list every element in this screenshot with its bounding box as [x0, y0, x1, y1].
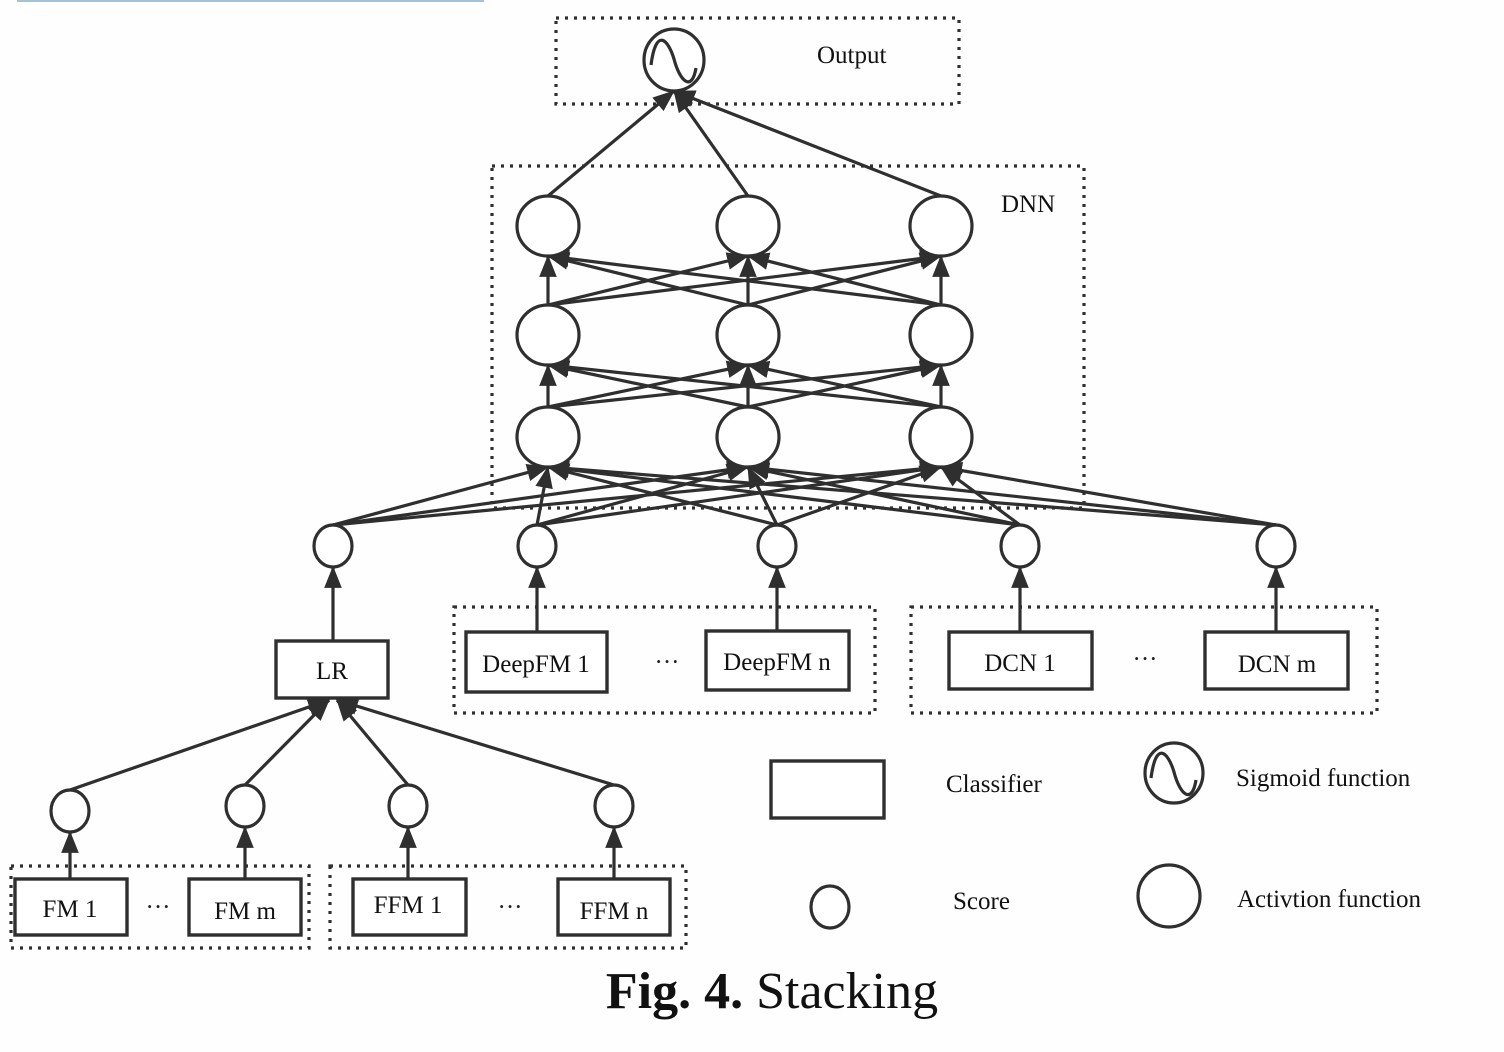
dnn-neuron-l3-n1	[515, 194, 581, 258]
svg-text:DCN m: DCN m	[1238, 651, 1317, 678]
dnn-neuron-l1-n1	[515, 405, 581, 469]
legend-sigmoid-icon	[1143, 741, 1205, 805]
edge-score4-to-dnn-l1-n2	[746, 462, 1021, 527]
dnn-neuron-l1-n3	[908, 405, 974, 469]
dcn-1-classifier: DCN 1	[947, 630, 1094, 691]
ffm-ellipsis: ···	[498, 894, 523, 921]
legend-classifier-label: Classifier	[946, 771, 1042, 798]
figure-caption: Fig. 4. Stacking	[606, 963, 938, 1020]
legend-activation-icon	[1136, 863, 1202, 929]
dnn-neuron-l1-n2	[715, 405, 781, 469]
lr-classifier: LR	[274, 639, 390, 700]
edge-dnn-l2n2-to-l3n1	[546, 252, 749, 307]
dnn-neuron-l2-n3	[908, 303, 974, 367]
edge-dnn-top-n3-to-output	[672, 89, 942, 198]
edge-dnn-l1n2-to-l2n1	[546, 360, 749, 409]
legend-classifier-swatch	[769, 759, 886, 820]
fm-m-classifier: FM m	[187, 877, 303, 937]
svg-text:DCN 1: DCN 1	[984, 650, 1056, 677]
edge-lowscore2-to-lr	[243, 698, 331, 787]
svg-text:DeepFM n: DeepFM n	[723, 649, 831, 676]
svg-text:DeepFM 1: DeepFM 1	[482, 651, 590, 678]
fm-1-classifier: FM 1	[13, 877, 129, 937]
dnn-label: DNN	[1001, 191, 1055, 218]
output-group	[554, 16, 961, 106]
edge-dnn-l2n3-to-l3n2	[746, 252, 942, 307]
edge-score2-to-dnn-l1-n2	[536, 464, 750, 527]
output-sigmoid-icon	[642, 27, 706, 93]
legend-sigmoid-label: Sigmoid function	[1236, 765, 1411, 792]
nodes-layer	[49, 27, 1297, 834]
dnn-neuron-l2-n2	[715, 303, 781, 367]
legend: Classifier Sigmoid function Score Activt…	[769, 741, 1421, 930]
lower-score-node-3	[387, 783, 429, 829]
legend-score-icon	[809, 884, 851, 930]
score-node-3	[756, 523, 798, 569]
score-node-2	[516, 523, 558, 569]
edge-score1-to-dnn-l1-n2	[332, 461, 750, 527]
dnn-neuron-l3-n2	[715, 194, 781, 258]
edges-layer	[61, 89, 1285, 879]
lower-score-node-4	[593, 783, 635, 829]
legend-score-label: Score	[953, 888, 1010, 915]
edge-lowscore3-to-lr	[335, 698, 410, 787]
ffm-n-classifier: FFM n	[556, 877, 672, 937]
legend-activation-label: Activtion function	[1237, 886, 1421, 913]
deepfm-group	[452, 605, 877, 715]
dnn-group	[490, 164, 1086, 510]
score-node-5	[1255, 523, 1297, 569]
deepfm-n-classifier: DeepFM n	[704, 629, 851, 692]
ffm-1-classifier: FFM 1	[351, 877, 468, 937]
fm-ellipsis: ···	[146, 894, 171, 921]
svg-text:LR: LR	[316, 658, 348, 685]
dcn-group	[909, 605, 1379, 715]
dnn-neuron-l3-n3	[908, 194, 974, 258]
edge-score5-to-dnn-l1-n1	[546, 459, 1277, 527]
edge-dnn-l1n3-to-l2n1	[546, 358, 942, 409]
edge-dnn-top-n1-to-output	[546, 89, 676, 198]
dcn-ellipsis: ···	[1133, 646, 1158, 673]
svg-text:FFM 1: FFM 1	[374, 892, 443, 919]
score-node-1	[312, 523, 354, 569]
deepfm-1-classifier: DeepFM 1	[464, 630, 609, 694]
edge-score3-to-dnn-l1-n3	[776, 465, 943, 527]
edge-score5-to-dnn-l1-n2	[746, 460, 1277, 527]
ffm-group	[328, 864, 688, 950]
edge-score1-to-dnn-l1-n1	[332, 463, 550, 527]
edge-score3-to-dnn-l1-n1	[546, 463, 778, 527]
edge-score5-to-dnn-l1-n3	[939, 461, 1277, 527]
svg-text:FFM n: FFM n	[580, 898, 649, 925]
svg-text:FM m: FM m	[214, 898, 276, 925]
caption-number: Fig. 4.	[606, 963, 743, 1020]
dcn-m-classifier: DCN m	[1203, 630, 1350, 691]
lower-score-node-2	[224, 783, 266, 829]
deepfm-ellipsis: ···	[655, 649, 680, 676]
lower-score-node-1	[49, 788, 91, 834]
score-node-4	[999, 523, 1041, 569]
edge-dnn-l1n3-to-l2n2	[746, 360, 942, 409]
edge-score4-to-dnn-l1-n1	[546, 460, 1021, 527]
caption-title: Stacking	[743, 963, 938, 1020]
svg-text:FM 1: FM 1	[43, 896, 98, 923]
edge-lowscore1-to-lr	[69, 698, 331, 792]
dnn-neuron-l2-n1	[515, 303, 581, 367]
edge-score2-to-dnn-l1-n1	[535, 465, 553, 526]
output-label: Output	[817, 42, 887, 69]
edge-dnn-l2n3-to-l3n1	[546, 249, 942, 307]
edge-score2-to-dnn-l1-n3	[536, 461, 943, 527]
edge-lowscore4-to-lr	[335, 697, 615, 787]
edge-dnn-top-n2-to-output	[672, 90, 750, 197]
